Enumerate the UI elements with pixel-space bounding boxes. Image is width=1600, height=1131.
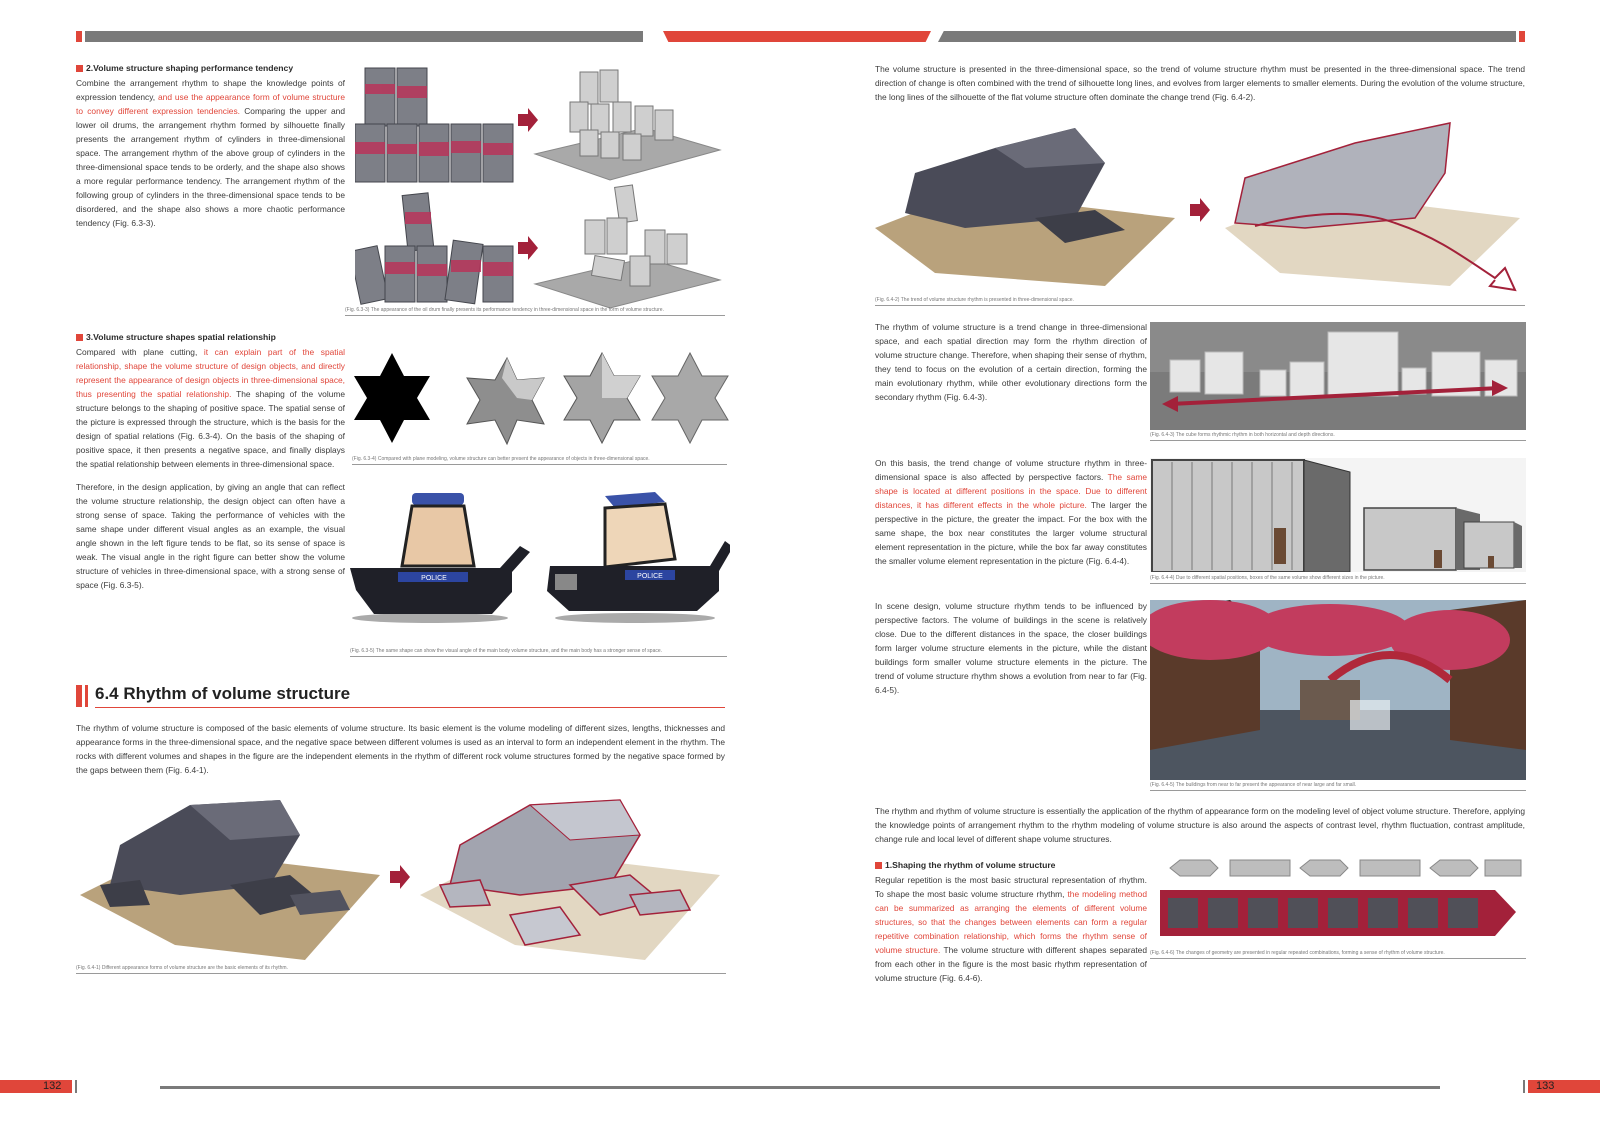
rock-solid-trend (875, 128, 1175, 286)
section-title-underline (95, 707, 725, 708)
header-marker-left (76, 31, 82, 42)
paragraph-sec64: The rhythm of volume structure is compos… (76, 723, 725, 775)
header-bar-center (663, 31, 931, 42)
paragraph-fig-643: The rhythm of volume structure is a tren… (875, 322, 1147, 402)
header-bar-left (85, 31, 643, 42)
rock-outlined-trend (1225, 122, 1520, 292)
caption-fig-6-4-3: (Fig. 6.4-3) The cube forms rhythmic rhy… (1150, 432, 1526, 441)
figure-cubes (1150, 322, 1526, 430)
figure-rock-trend (875, 122, 1520, 292)
caption-fig-6-4-5: (Fig. 6.4-5) The buildings from near to … (1150, 782, 1526, 791)
rocks-outlined (420, 799, 720, 960)
red-bridge (1327, 651, 1453, 684)
header-bar-right (938, 31, 1516, 42)
caption-fig-6-3-3: (Fig. 6.3-3) The appearance of the oil d… (345, 307, 725, 316)
geometry-row (1169, 859, 1522, 877)
rocks-solid (80, 800, 380, 960)
figure-rocks (80, 799, 720, 960)
box-near (1151, 459, 1351, 572)
drums-ordered (355, 67, 514, 183)
caption-fig-6-4-6: (Fig. 6.4-6) The changes of geometry are… (1150, 950, 1526, 959)
box-far (1463, 521, 1522, 569)
svg-text:POLICE: POLICE (421, 575, 447, 582)
arrow-right-icon (390, 865, 410, 889)
section-title-marker (85, 685, 88, 707)
heading-bullet (76, 65, 83, 72)
paragraph-fig-644: On this basis, the trend change of volum… (875, 458, 1147, 566)
page-number-right: 133 (1536, 1080, 1555, 1092)
paragraph-sec1-right: Regular repetition is the most basic str… (875, 875, 1148, 983)
star-3d-2 (563, 351, 641, 445)
section-title-6-4: 6.4 Rhythm of volume structure (95, 684, 351, 703)
section-heading-2: 2.Volume structure shaping performance t… (76, 63, 293, 73)
caption-fig-6-4-4: (Fig. 6.4-4) Due to different spatial po… (1150, 575, 1526, 584)
caption-fig-6-4-2: (Fig. 6.4-2) The trend of volume structu… (875, 297, 1525, 306)
caption-fig-6-4-1: (Fig. 6.4-1) Different appearance forms … (76, 965, 726, 974)
paragraph-sec2: Combine the arrangement rhythm to shape … (76, 78, 345, 228)
paragraph-sec3-vehicles: Therefore, in the design application, by… (76, 482, 345, 590)
figure-oil-drums (355, 67, 722, 309)
box-mid (1363, 507, 1480, 571)
figure-scene-buildings (1150, 600, 1526, 780)
section-heading-3: 3.Volume structure shapes spatial relati… (76, 332, 276, 342)
figure-boxes-perspective (1150, 458, 1526, 572)
figure-police-vehicles: POLICE POLICE (350, 492, 730, 623)
heading-bullet (76, 334, 83, 341)
star-flat (354, 353, 430, 443)
arrow-right-icon (518, 108, 538, 132)
vehicle-flat-view: POLICE (350, 493, 530, 623)
figure-stars (354, 351, 729, 446)
paragraph-wide-right: The rhythm and rhythm of volume structur… (875, 806, 1525, 844)
footer-bar-left (0, 1080, 72, 1093)
footer-bar-right (1528, 1080, 1600, 1093)
arrow-right-icon (518, 236, 538, 260)
cylinders-ordered (533, 69, 722, 181)
page-number-left: 132 (43, 1080, 62, 1092)
figure-regular-repetition (1160, 859, 1522, 936)
header-marker-right (1519, 31, 1525, 42)
svg-text:POLICE: POLICE (637, 573, 663, 580)
footer-tick-right (1523, 1080, 1525, 1093)
section-title-marker (76, 685, 82, 707)
footer-line (160, 1086, 1440, 1089)
cylinders-chaotic (533, 184, 722, 309)
heading-bullet (875, 862, 882, 869)
star-3d-1 (466, 356, 545, 446)
character-band (1160, 890, 1516, 936)
vehicle-angled-view: POLICE (547, 492, 730, 623)
drums-chaotic (355, 192, 514, 305)
paragraph-fig-645: In scene design, volume structure rhythm… (875, 601, 1147, 695)
caption-fig-6-3-5: (Fig. 6.3-5) The same shape can show the… (350, 648, 727, 657)
arrow-right-icon (1190, 198, 1210, 222)
caption-fig-6-3-4: (Fig. 6.3-4) Compared with plane modelin… (352, 456, 727, 465)
star-3d-3 (651, 351, 729, 445)
paragraph-intro-right: The volume structure is presented in the… (875, 64, 1525, 102)
cherry-trees (1150, 600, 1510, 670)
footer-tick-left (75, 1080, 77, 1093)
cube-group (1169, 331, 1518, 399)
section-heading-1-right: 1.Shaping the rhythm of volume structure (875, 860, 1055, 870)
paragraph-sec3: Compared with plane cutting, it can expl… (76, 347, 345, 469)
